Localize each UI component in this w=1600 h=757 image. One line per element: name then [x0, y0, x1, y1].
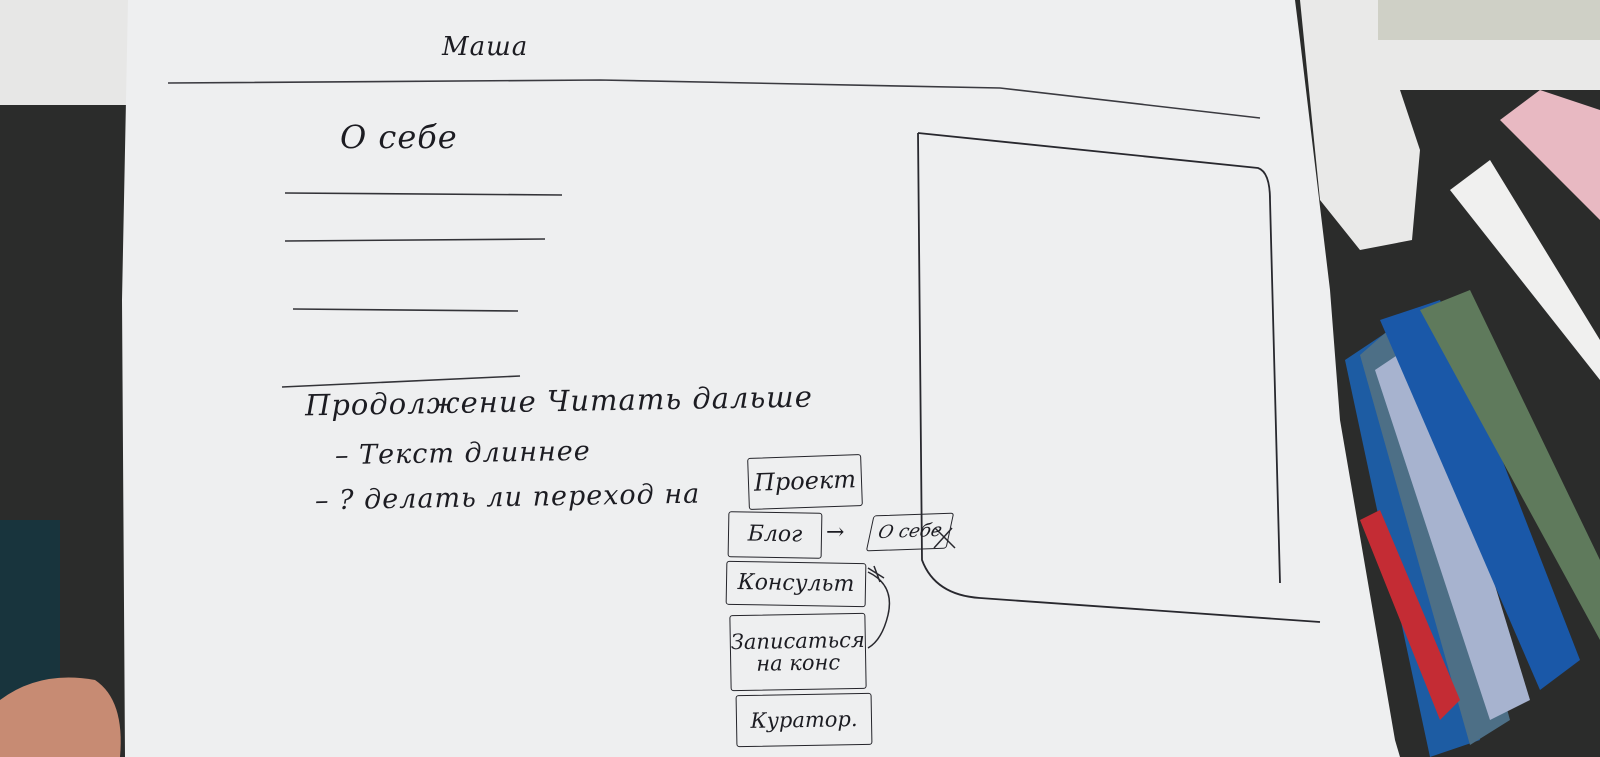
strike-mark — [933, 527, 956, 549]
about-heading: О себе — [340, 118, 458, 156]
book-red — [1360, 510, 1460, 720]
sketch-paper — [122, 0, 1400, 757]
nav-box-about: О себе — [865, 512, 955, 552]
image-placeholder-frame — [917, 132, 1321, 623]
text-line-4 — [281, 375, 521, 388]
text-line-1 — [284, 192, 563, 196]
header-divider — [167, 79, 1261, 119]
connector-curve — [867, 571, 891, 649]
book-pink — [1500, 90, 1600, 220]
nav-box-blog: Блог — [727, 511, 823, 559]
nav-box-curator: Куратор. — [735, 692, 873, 748]
book-green — [1420, 290, 1600, 640]
note-longer-text: – Текст длиннее — [334, 435, 591, 472]
connector-mark — [867, 565, 885, 583]
nav-box-consult: Консульт — [725, 560, 867, 608]
book-white — [1450, 160, 1600, 380]
book-pattern — [1375, 340, 1530, 720]
printer-device — [1300, 0, 1600, 250]
arrow-icon: → — [826, 520, 845, 545]
book-top — [1378, 0, 1600, 40]
nav-box-project: Проект — [747, 454, 863, 510]
text-line-2 — [284, 238, 546, 242]
page-title: Маша — [442, 32, 529, 62]
book-blue-2 — [1380, 300, 1580, 690]
nav-box-signup: Записаться на конс — [729, 612, 867, 692]
text-line-3 — [292, 308, 519, 312]
hand — [0, 677, 121, 757]
